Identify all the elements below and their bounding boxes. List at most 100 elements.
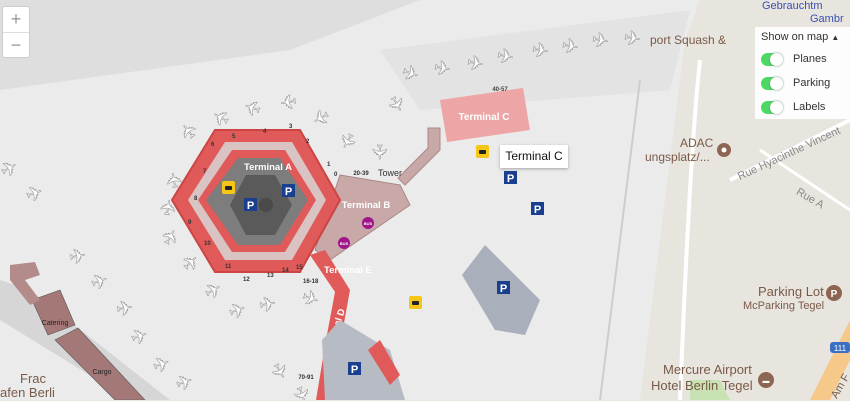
poi-mercure[interactable]: Mercure Airport xyxy=(663,362,752,377)
poi-parking-lot[interactable]: Parking Lot xyxy=(758,284,824,299)
road-rue-a xyxy=(759,148,850,212)
bus-glyph: BUS xyxy=(340,241,349,246)
plane-icon: ✈ xyxy=(226,298,249,324)
parking-glyph: P xyxy=(351,364,358,376)
plane-icon: ✈ xyxy=(590,29,610,54)
bed-glyph: ▬ xyxy=(763,378,770,385)
terminal-c-popup[interactable]: Terminal C xyxy=(500,145,568,168)
parking-glyph: P xyxy=(507,173,514,185)
terminal-b-label: Terminal B xyxy=(342,200,391,211)
toggle-labels[interactable]: Labels xyxy=(755,95,850,119)
taxi-glyph xyxy=(479,150,486,154)
poi-squash[interactable]: port Squash & xyxy=(650,33,727,47)
gate-label: 16-18 xyxy=(303,279,319,285)
plane-icon: ✈ xyxy=(241,93,264,119)
parking-icon[interactable] xyxy=(282,184,295,197)
parking-icon[interactable] xyxy=(504,171,517,184)
road xyxy=(678,59,702,400)
bus-glyph: BUS xyxy=(364,221,373,226)
parking-icon[interactable] xyxy=(531,202,544,215)
taxi-glyph xyxy=(412,301,419,305)
highway xyxy=(810,320,850,400)
road-shield-label: 111 xyxy=(834,344,847,353)
poi-adac-sub[interactable]: ungsplatz/... xyxy=(645,150,710,164)
toggle-parking[interactable]: Parking xyxy=(755,71,850,95)
apron-top xyxy=(380,10,690,110)
plane-icon: ✈ xyxy=(287,383,313,400)
plane-icon: ✈ xyxy=(128,324,151,350)
zoom-out-button[interactable]: − xyxy=(10,35,22,55)
bus-stop-icon[interactable] xyxy=(338,237,350,249)
gate-label: 7 xyxy=(203,169,207,175)
plane-icon: ✈ xyxy=(560,35,580,60)
plane-icon: ✈ xyxy=(173,370,196,396)
parking-lot-icon[interactable] xyxy=(826,285,842,301)
poi-dot xyxy=(721,147,727,153)
plane-icon: ✈ xyxy=(157,198,182,218)
panel-title: Show on map xyxy=(761,31,829,43)
plane-icon: ✈ xyxy=(432,57,452,82)
zoom-in-button[interactable]: + xyxy=(3,7,29,33)
poi-adac-name[interactable]: ADAC xyxy=(680,136,714,150)
plane-icon: ✈ xyxy=(278,88,298,113)
tower-label: Tower xyxy=(378,168,402,178)
poi-parking-lot-sub[interactable]: McParking Tegel xyxy=(743,300,825,312)
plane-icon: ✈ xyxy=(465,52,485,77)
parking-garage-south xyxy=(322,320,405,400)
parking-switch[interactable] xyxy=(761,76,783,90)
gate-label: 14 xyxy=(282,268,289,274)
gate-label: 15 xyxy=(296,265,303,271)
layer-toggle-panel: Show on map ▲ Planes Parking Labels xyxy=(755,27,850,119)
plane-icon: ✈ xyxy=(495,45,515,70)
road-shield xyxy=(830,342,850,353)
gate-label: 20-39 xyxy=(353,171,369,177)
poi-hafen: afen Berli xyxy=(0,385,55,400)
plane-icon: ✈ xyxy=(115,297,135,322)
hangar xyxy=(10,262,40,305)
poi-gebraucht[interactable]: Gebrauchtm xyxy=(762,0,823,12)
gate-label: 40-57 xyxy=(492,87,508,93)
panel-header[interactable]: Show on map ▲ xyxy=(755,27,850,47)
toggle-planes[interactable]: Planes xyxy=(755,47,850,71)
pier-c-connector xyxy=(397,127,441,186)
planes-switch[interactable] xyxy=(761,52,783,66)
gate-label: 8 xyxy=(194,196,198,202)
gate-label: 0 xyxy=(334,172,338,178)
poi-mercure-sub[interactable]: Hotel Berlin Tegel xyxy=(651,378,753,393)
bus-stop-icon[interactable] xyxy=(362,217,374,229)
terminal-a-label: Terminal A xyxy=(244,162,292,173)
plane-icon: ✈ xyxy=(622,27,642,52)
road-rue-hyacinthe xyxy=(729,118,850,182)
catering-label: Catering xyxy=(42,320,69,327)
caret-up-icon: ▲ xyxy=(831,33,840,42)
parking-icon[interactable] xyxy=(497,281,510,294)
hotel-icon[interactable] xyxy=(758,372,774,388)
gate-label: 3 xyxy=(289,124,293,130)
plane-icon: ✈ xyxy=(399,61,422,87)
parking-glyph: P xyxy=(285,186,292,198)
gate-label: 10 xyxy=(204,241,211,247)
parking-icon[interactable] xyxy=(348,362,361,375)
boundary-road xyxy=(599,79,641,400)
parking-icon[interactable] xyxy=(244,198,257,211)
gate-label: 9 xyxy=(188,220,192,226)
terminal-c-label: Terminal C xyxy=(459,112,510,123)
parking-lot-glyph: P xyxy=(831,289,838,300)
terminal-c-building[interactable] xyxy=(440,88,530,142)
gate-label: 4 xyxy=(263,129,267,135)
terminal-d-building xyxy=(368,340,400,385)
gate-label: 2 xyxy=(306,139,310,145)
gate-label: 12 xyxy=(243,277,250,283)
toggle-label: Parking xyxy=(793,77,831,89)
taxi-glyph xyxy=(225,186,232,190)
plane-icon: ✈ xyxy=(368,144,390,161)
poi-gambr[interactable]: Gambr xyxy=(810,13,844,25)
gate-label: 1 xyxy=(327,162,331,168)
parking-glyph: P xyxy=(500,283,507,295)
catering-building xyxy=(31,289,76,336)
plane-icon: ✈ xyxy=(68,245,88,270)
labels-switch[interactable] xyxy=(761,100,783,114)
